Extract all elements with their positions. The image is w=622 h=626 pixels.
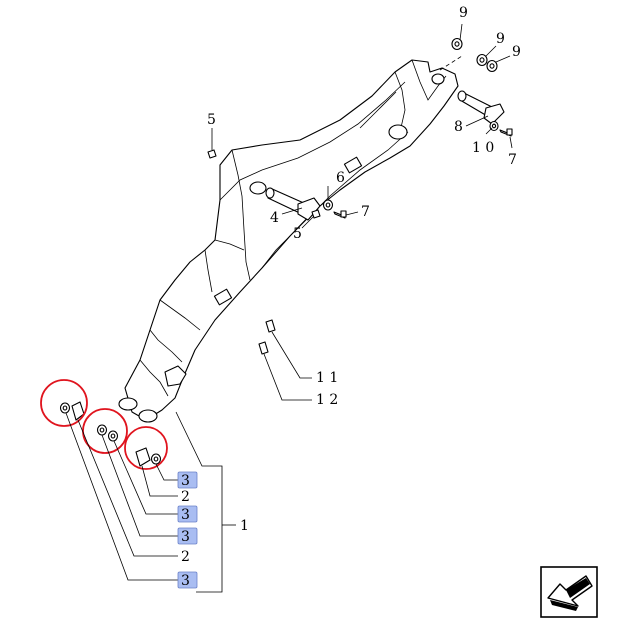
nav-arrow-button[interactable] xyxy=(540,566,598,618)
callout-3d-box xyxy=(177,571,198,589)
callout-5a: 5 xyxy=(207,112,216,128)
callout-11: 1 1 xyxy=(316,370,338,386)
middle-pin-assembly xyxy=(207,149,347,221)
callout-9a: 9 xyxy=(459,5,468,21)
callout-3a: 3 xyxy=(181,473,190,489)
upper-pin-assembly xyxy=(451,37,513,137)
callouts: 9 9 9 8 1 0 7 5 6 7 4 5 1 1 1 2 3 2 3 3 … xyxy=(177,5,521,589)
callout-3c: 3 xyxy=(181,529,190,545)
highlight-circle-left xyxy=(40,379,88,427)
callout-5b: 5 xyxy=(293,226,302,242)
callout-2a: 2 xyxy=(181,489,190,505)
callout-3d: 3 xyxy=(181,573,190,589)
callout-9c: 9 xyxy=(512,44,521,60)
callout-7b: 7 xyxy=(361,204,370,220)
callout-3b-box xyxy=(177,505,198,523)
highlight-circle-middle xyxy=(82,408,128,454)
callout-7a: 7 xyxy=(508,152,517,168)
callout-10: 1 0 xyxy=(472,140,494,156)
loader-arm xyxy=(118,55,463,423)
callout-8: 8 xyxy=(454,119,463,135)
callout-3c-box xyxy=(177,527,198,545)
callout-12: 1 2 xyxy=(316,392,338,408)
callout-9b: 9 xyxy=(496,31,505,47)
callout-3a-box xyxy=(177,471,198,489)
callout-6: 6 xyxy=(336,170,345,186)
callout-3b: 3 xyxy=(181,507,190,523)
highlight-circles xyxy=(40,379,168,470)
highlight-circle-right xyxy=(124,426,168,470)
leader-lines xyxy=(65,23,513,593)
callout-2b: 2 xyxy=(181,549,190,565)
callout-4: 4 xyxy=(270,210,279,226)
callout-1: 1 xyxy=(240,518,249,534)
bolts-11-12 xyxy=(258,319,276,355)
arrow-back-icon xyxy=(547,575,593,611)
